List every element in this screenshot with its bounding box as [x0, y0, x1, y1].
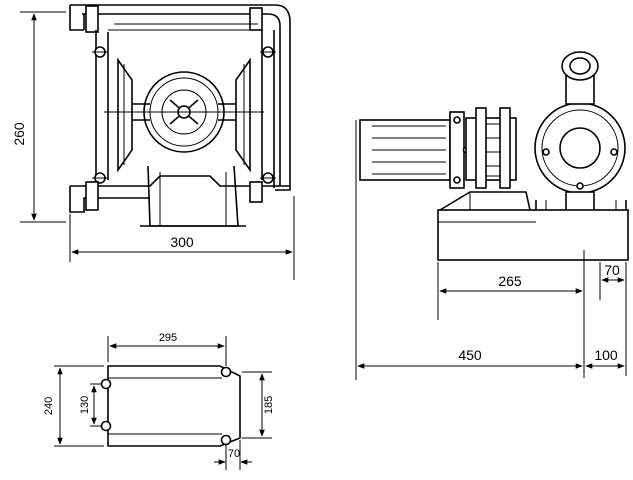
- dim-plan-length-295: 295: [159, 332, 177, 344]
- dim-overall-length-450: 450: [458, 347, 482, 363]
- dim-height-260: 260: [11, 122, 27, 146]
- dim-plan-width-240: 240: [43, 397, 55, 415]
- dim-plan-base-width-185: 185: [263, 396, 275, 414]
- dim-flange-offset-70: 70: [604, 262, 620, 278]
- side-view-dimensions: [355, 120, 627, 380]
- side-view-pump: [359, 51, 629, 261]
- front-view-pump: [69, 4, 291, 227]
- dim-width-300: 300: [170, 234, 194, 250]
- base-plan-dimensions: [54, 336, 272, 470]
- base-plan-view: [100, 365, 241, 447]
- front-view-dimensions: [20, 11, 295, 280]
- dim-base-offset-265: 265: [498, 273, 522, 289]
- dim-plan-bolt-spacing-130: 130: [79, 396, 91, 414]
- dim-pump-end-100: 100: [594, 347, 618, 363]
- dim-plan-end-offset-70: 70: [228, 448, 240, 460]
